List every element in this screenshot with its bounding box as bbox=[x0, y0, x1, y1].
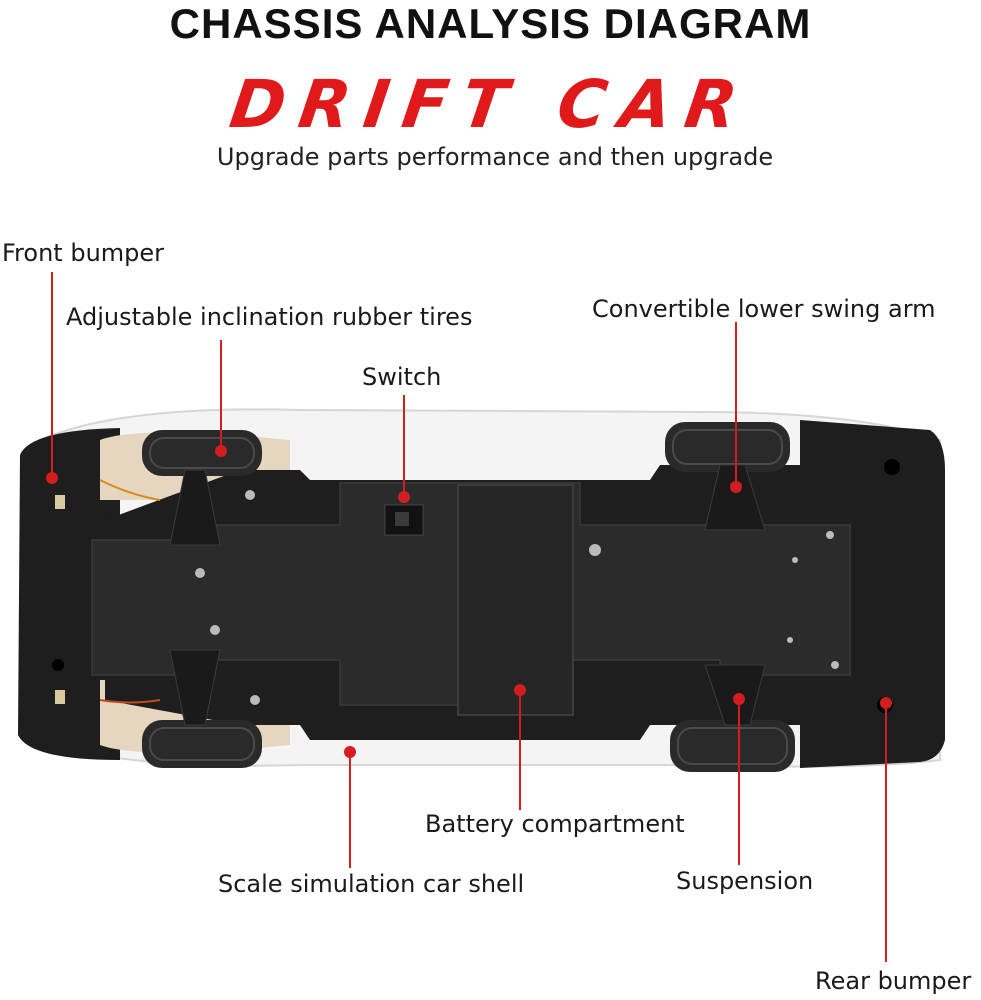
front-left-tire-tread bbox=[149, 437, 255, 469]
front-right-tire-tread bbox=[149, 727, 255, 761]
rear-right-tire-tread bbox=[677, 727, 788, 765]
rear-left-tire bbox=[665, 422, 790, 472]
label-shell: Scale simulation car shell bbox=[218, 870, 525, 898]
callout-dot-rear-bumper bbox=[880, 697, 892, 709]
front-bumper-block bbox=[18, 428, 120, 760]
label-battery: Battery compartment bbox=[425, 810, 685, 838]
callout-dot-suspension bbox=[733, 693, 745, 705]
screw bbox=[787, 637, 793, 643]
label-switch: Switch bbox=[362, 363, 442, 391]
label-swing-arm: Convertible lower swing arm bbox=[592, 295, 936, 323]
label-suspension: Suspension bbox=[676, 867, 814, 895]
label-rear-bumper: Rear bumper bbox=[815, 967, 972, 995]
screw bbox=[831, 661, 839, 669]
rear-left-tire-tread bbox=[672, 429, 783, 465]
screw bbox=[250, 695, 260, 705]
diagram-title: CHASSIS ANALYSIS DIAGRAM bbox=[169, 0, 812, 47]
callout-dot-tires bbox=[215, 445, 227, 457]
callouts bbox=[46, 272, 892, 962]
front-bumper-hole bbox=[52, 659, 64, 671]
screw bbox=[245, 490, 255, 500]
switch-knob bbox=[395, 512, 409, 526]
label-tires: Adjustable inclination rubber tires bbox=[66, 303, 473, 331]
callout-dot-shell bbox=[344, 746, 356, 758]
wiring bbox=[99, 479, 161, 501]
screw bbox=[792, 557, 798, 563]
callout-dot-switch bbox=[398, 491, 410, 503]
subtitle: Upgrade parts performance and then upgra… bbox=[216, 143, 774, 171]
front-right-tire bbox=[142, 720, 262, 768]
front-lower-arm bbox=[169, 649, 221, 726]
screw bbox=[210, 625, 220, 635]
rear-right-tire bbox=[670, 720, 795, 772]
front-upper-arm bbox=[169, 469, 221, 546]
wiring bbox=[99, 699, 161, 704]
front-bumper-slot-bottom bbox=[55, 690, 65, 704]
battery-compartment bbox=[457, 484, 574, 716]
rear-bumper-block bbox=[800, 420, 945, 768]
screw bbox=[826, 531, 834, 539]
callout-dot-swing-arm bbox=[730, 481, 742, 493]
rear-bumper-hole-top bbox=[884, 459, 900, 475]
screw bbox=[589, 544, 601, 556]
callout-dot-battery bbox=[514, 684, 526, 696]
label-front-bumper: Front bumper bbox=[2, 239, 165, 267]
front-left-tire bbox=[142, 430, 262, 476]
callout-dot-front-bumper bbox=[46, 472, 58, 484]
screws bbox=[195, 490, 839, 705]
front-bumper-slot-top bbox=[55, 495, 65, 509]
screw bbox=[195, 568, 205, 578]
